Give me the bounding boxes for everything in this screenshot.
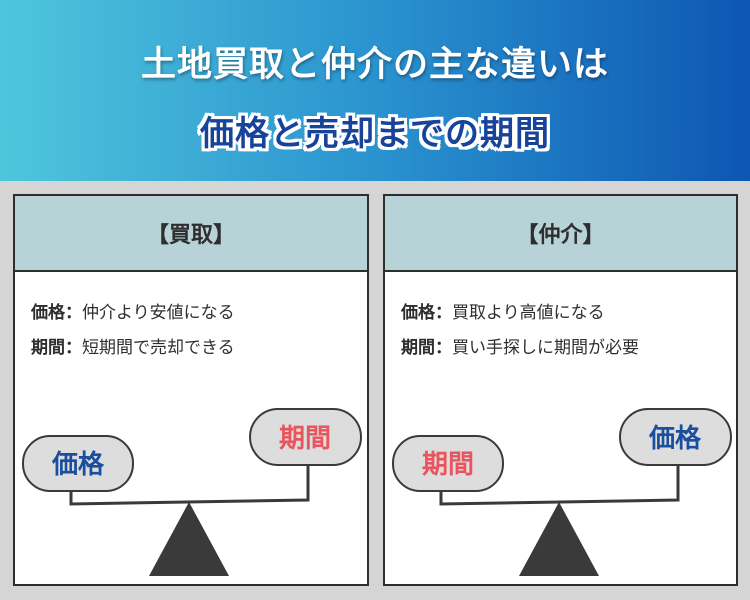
pill-low bbox=[392, 435, 504, 492]
row-sep: ： bbox=[435, 303, 452, 323]
pill-high bbox=[619, 408, 732, 466]
pill-low bbox=[22, 435, 134, 492]
header-banner: 土地買取と仲介の主な違いは 価格と売却までの期間 bbox=[0, 0, 750, 181]
row-sep: ： bbox=[65, 338, 82, 358]
panel-heading: 【買取】 bbox=[15, 196, 367, 272]
period-row: 期間：買い手探しに期間が必要 bbox=[401, 333, 639, 358]
period-label: 期間 bbox=[279, 424, 331, 454]
balance-scale: 価格 期間 bbox=[22, 408, 362, 576]
period-row: 期間：短期間で売却できる bbox=[31, 333, 235, 358]
fulcrum-triangle bbox=[519, 502, 599, 576]
row-key: 価格 bbox=[31, 303, 65, 323]
panel-heading: 【仲介】 bbox=[385, 196, 736, 272]
row-value: 仲介より安値になる bbox=[82, 303, 235, 323]
period-label: 期間 bbox=[422, 450, 474, 480]
row-sep: ： bbox=[65, 303, 82, 323]
pill-high bbox=[249, 408, 362, 466]
price-row: 価格：買取より高値になる bbox=[401, 298, 605, 323]
price-label: 価格 bbox=[51, 449, 105, 480]
fulcrum-triangle bbox=[149, 502, 229, 576]
row-key: 期間 bbox=[401, 338, 435, 358]
title-line-1: 土地買取と仲介の主な違いは bbox=[140, 45, 609, 85]
balance-scale: 期間 価格 bbox=[392, 408, 732, 576]
panel-kaitori: 【買取】 価格：仲介より安値になる 期間：短期間で売却できる 価格 期間 bbox=[13, 194, 369, 586]
row-key: 期間 bbox=[31, 338, 65, 358]
panel-chukai: 【仲介】 価格：買取より高値になる 期間：買い手探しに期間が必要 期間 価格 bbox=[383, 194, 738, 586]
row-value: 短期間で売却できる bbox=[82, 338, 235, 358]
row-value: 買い手探しに期間が必要 bbox=[452, 338, 639, 358]
row-sep: ： bbox=[435, 338, 452, 358]
row-value: 買取より高値になる bbox=[452, 303, 605, 323]
row-key: 価格 bbox=[401, 303, 435, 323]
price-row: 価格：仲介より安値になる bbox=[31, 298, 235, 323]
price-label: 価格 bbox=[648, 423, 702, 454]
title-line-2: 価格と売却までの期間 bbox=[200, 114, 550, 154]
